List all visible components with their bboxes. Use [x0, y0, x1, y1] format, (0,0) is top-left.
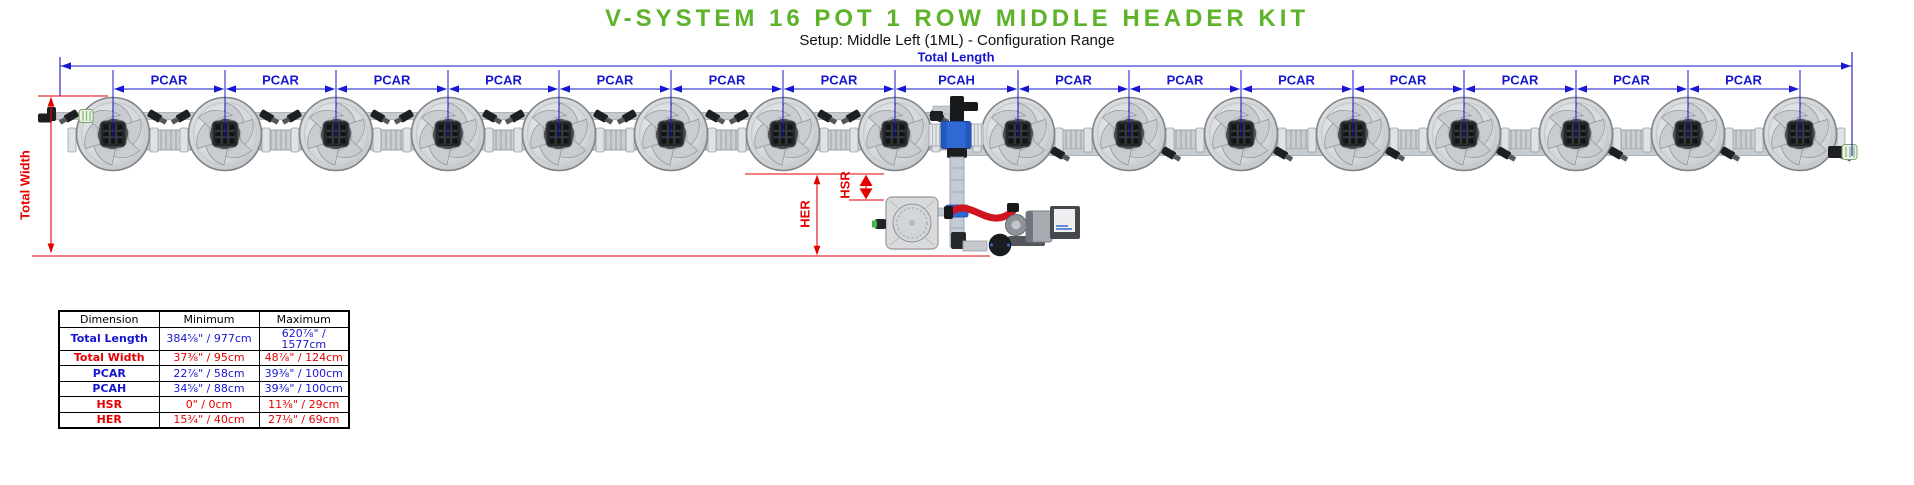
span-label-8-pcah: PCAH [938, 72, 975, 88]
minimum-cell: 34⅝" / 88cm [158, 380, 260, 397]
red-dimension-lines [32, 95, 990, 257]
span-label-12: PCAR [1389, 72, 1427, 88]
hsr-label: HSR [837, 171, 853, 199]
dimension-name-cell: Total Width [58, 349, 160, 366]
maximum-cell: 39⅜" / 100cm [258, 380, 350, 397]
minimum-cell: 0" / 0cm [158, 396, 260, 413]
table-row: HSR 0" / 0cm 11⅜" / 29cm [58, 396, 350, 413]
span-label-9: PCAR [1055, 72, 1092, 88]
dimension-name-cell: PCAH [58, 380, 160, 397]
table-row: HER 15¾" / 40cm 27⅛" / 69cm [58, 411, 350, 429]
page-title: V-SYSTEM 16 POT 1 ROW MIDDLE HEADER KIT [604, 5, 1310, 32]
dimension-name-cell: HSR [58, 396, 160, 413]
table-row: Total Width 37⅜" / 95cm 48⅞" / 124cm [58, 349, 350, 366]
span-label-3: PCAR [373, 72, 411, 88]
dimension-name-cell: HER [58, 411, 160, 429]
red-hose [944, 203, 1019, 222]
minimum-cell: 22⅞" / 58cm [158, 365, 260, 382]
span-label-2: PCAR [262, 72, 299, 88]
span-label-7: PCAR [820, 72, 858, 88]
span-label-10: PCAR [1166, 72, 1204, 88]
span-label-4: PCAR [485, 72, 522, 88]
table-row: PCAR 22⅞" / 58cm 39⅜" / 100cm [58, 365, 350, 382]
span-label-15: PCAR [1725, 72, 1762, 88]
left-end-cap [38, 107, 94, 123]
total-length-label: Total Length [917, 49, 995, 65]
table-row: PCAH 34⅝" / 88cm 39⅜" / 100cm [58, 380, 350, 397]
maximum-cell: 48⅞" / 124cm [258, 349, 350, 366]
header-maximum: Maximum [258, 310, 350, 328]
minimum-cell: 37⅜" / 95cm [158, 349, 260, 366]
page-subtitle: Setup: Middle Left (1ML) - Configuration… [799, 32, 1115, 49]
dimension-table: Dimension Minimum Maximum Total Length 3… [58, 310, 350, 429]
right-end-cap [1828, 144, 1858, 160]
her-label: HER [797, 200, 813, 228]
span-label-11: PCAR [1278, 72, 1315, 88]
total-width-label: Total Width [17, 150, 33, 220]
span-label-13: PCAR [1501, 72, 1539, 88]
dimension-name-cell: PCAR [58, 365, 160, 382]
table-header-row: Dimension Minimum Maximum [58, 310, 350, 328]
blue-dimension-lines [59, 52, 1853, 156]
minimum-cell: 15¾" / 40cm [158, 411, 260, 429]
reservoir-tank [872, 196, 939, 250]
maximum-cell: 11⅜" / 29cm [258, 396, 350, 413]
table-row: Total Length 384⅝" / 977cm 620⅞" / 1577c… [58, 326, 350, 351]
maximum-cell: 620⅞" / 1577cm [258, 326, 350, 351]
span-label-14: PCAR [1613, 72, 1650, 88]
dimension-name-cell: Total Length [58, 326, 160, 351]
span-label-1: PCAR [150, 72, 188, 88]
maximum-cell: 39⅜" / 100cm [258, 365, 350, 382]
span-label-6: PCAR [708, 72, 746, 88]
header-minimum: Minimum [158, 310, 260, 328]
span-label-5: PCAR [596, 72, 634, 88]
minimum-cell: 384⅝" / 977cm [158, 326, 260, 351]
pump-assembly [951, 206, 1080, 257]
header-dimension: Dimension [58, 310, 160, 328]
maximum-cell: 27⅛" / 69cm [258, 411, 350, 429]
header-assembly [928, 96, 984, 248]
